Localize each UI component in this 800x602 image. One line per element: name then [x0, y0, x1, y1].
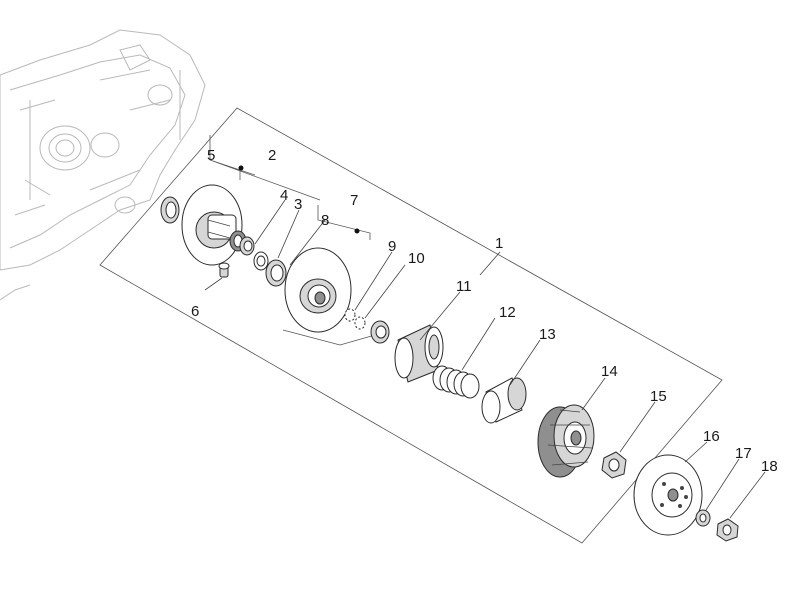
- part-11-sleeve: [394, 324, 444, 383]
- part-18-nut: [716, 518, 739, 542]
- callout-16: 16: [703, 428, 720, 445]
- part-13-cup: [481, 377, 527, 424]
- callout-9: 9: [388, 238, 396, 255]
- callout-2: 2: [268, 147, 276, 164]
- assembly-frame: [99, 107, 723, 544]
- callout-10: 10: [408, 250, 425, 267]
- callout-15: 15: [650, 388, 667, 405]
- part-5-seal: [160, 196, 180, 224]
- callout-7: 7: [350, 192, 358, 209]
- callout-8: 8: [321, 212, 329, 229]
- marker-dot-7: [354, 228, 360, 234]
- part-9-10-rings: [344, 308, 390, 344]
- part-7-pulley: [284, 247, 352, 333]
- callout-5: 5: [207, 147, 215, 164]
- callout-17: 17: [735, 445, 752, 462]
- subassembly-brackets: [209, 135, 376, 346]
- part-16-bell: [633, 454, 703, 536]
- callout-4: 4: [280, 187, 288, 204]
- part-3-washer: [253, 251, 269, 271]
- part-4-bushing: [239, 236, 255, 256]
- callout-6: 6: [191, 303, 199, 320]
- part-14-clutch: [537, 404, 595, 478]
- marker-dot-2: [238, 165, 244, 171]
- leader-lines: [204, 199, 766, 519]
- callout-11: 11: [456, 278, 472, 295]
- callout-labels: 1 2 3 4 5 6 7 8 9 10 11 12 13 14 15 16 1…: [191, 147, 778, 475]
- part-12-spring: [432, 365, 480, 399]
- part-8-bearing: [265, 259, 287, 287]
- part-17-washer: [695, 509, 711, 527]
- callout-13: 13: [539, 326, 556, 343]
- crankcase-outline: [0, 29, 206, 301]
- part-6-screw: [218, 262, 230, 278]
- callout-14: 14: [601, 363, 618, 380]
- callout-1: 1: [495, 235, 503, 252]
- callout-3: 3: [294, 196, 302, 213]
- callout-18: 18: [761, 458, 778, 475]
- part-2-pulley: [181, 184, 247, 266]
- callout-12: 12: [499, 304, 516, 321]
- part-15-nut: [601, 451, 627, 479]
